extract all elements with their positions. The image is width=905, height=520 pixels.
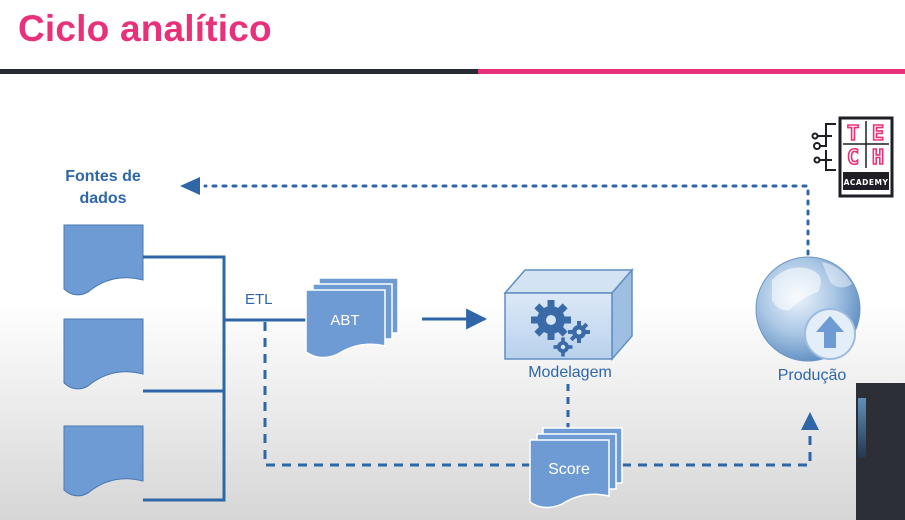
dashed-etl-score-production [263,322,812,467]
source-document-3 [63,425,144,497]
slide-title: Ciclo analítico [18,8,272,49]
score-stack [529,427,623,509]
modeling-label: Modelagem [528,364,612,381]
logo-letter-c: C [847,145,859,169]
presenter-video-highlight [858,398,866,458]
etl-label: ETL [245,291,273,308]
source-document-1 [63,224,144,296]
arrowhead-to-sources [180,177,200,195]
globe-upload-icon [755,256,861,362]
abt-stack [305,277,399,359]
logo-caption: ACADEMY [844,178,889,187]
dotted-return-line [203,184,810,256]
production-label: Produção [777,367,847,384]
arrowhead-to-production [801,412,819,430]
sources-label: Fontes de dados [65,168,141,207]
title-underline-pink [478,69,905,74]
title-underline-dark [0,69,478,74]
source-document-2 [63,318,144,390]
logo-letter-e: E [872,121,884,145]
tech-academy-logo: T E C H ACADEMY [811,116,894,198]
gears-icon [531,300,590,357]
logo-letter-h: H [872,145,884,169]
etl-connector [143,255,308,502]
score-label: Score [548,461,590,478]
logo-letter-t: T [847,121,859,145]
modeling-box [503,267,634,362]
abt-label: ABT [330,312,360,329]
